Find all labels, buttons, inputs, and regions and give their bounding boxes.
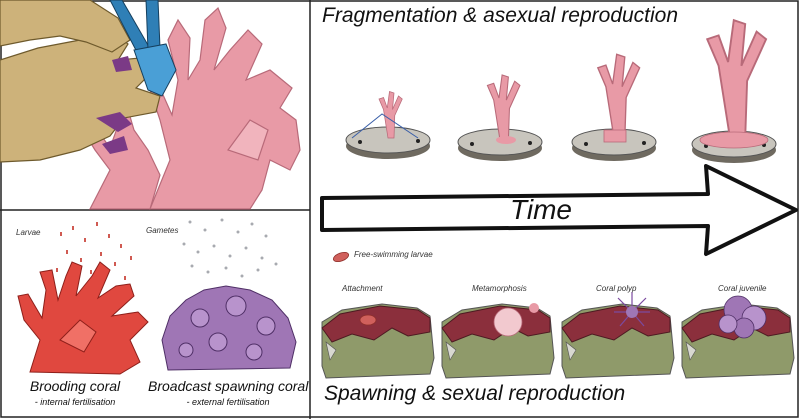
staghorn-coral — [83, 6, 301, 210]
gametes-label: Gametes — [146, 226, 179, 235]
larva-icon — [332, 251, 350, 263]
broadcast-coral-name: Broadcast spawning coral — [148, 378, 309, 394]
brooding-coral-name: Brooding coral — [29, 378, 121, 394]
stage-coral-polyp — [561, 292, 675, 379]
fragment-stage-3 — [571, 53, 657, 162]
stage-label-coral-polyp: Coral polyp — [596, 284, 637, 293]
time-label: Time — [510, 194, 572, 225]
fragmentation-title: Fragmentation & asexual reproduction — [322, 4, 679, 27]
brooding-coral-colony — [17, 261, 149, 375]
fragmentation-illustration — [0, 0, 301, 210]
stage-label-attachment: Attachment — [342, 284, 383, 293]
gloved-hand-right — [0, 0, 132, 72]
bone-cutter-pliers — [109, 0, 177, 97]
brooding-coral-note: - internal fertilisation — [34, 397, 116, 407]
fragment-stage-2 — [457, 74, 543, 162]
larvae-legend-label: Free-swimming larvae — [354, 250, 433, 259]
fragment-stage-4 — [691, 19, 777, 164]
fragment-stage-1 — [345, 91, 431, 160]
stage-coral-juvenile — [681, 295, 795, 379]
gamete-particles — [182, 218, 278, 278]
stage-attachment — [321, 303, 435, 379]
stage-label-metamorphosis: Metamorphosis — [472, 284, 527, 293]
larvae-label: Larvae — [16, 228, 41, 237]
stage-metamorphosis — [441, 303, 555, 379]
stage-label-coral-juvenile: Coral juvenile — [718, 284, 767, 293]
broadcast-coral-colony — [161, 285, 297, 371]
spawning-title: Spawning & sexual reproduction — [324, 382, 626, 405]
time-arrow — [320, 164, 798, 256]
broadcast-coral-note: - external fertilisation — [186, 397, 270, 407]
